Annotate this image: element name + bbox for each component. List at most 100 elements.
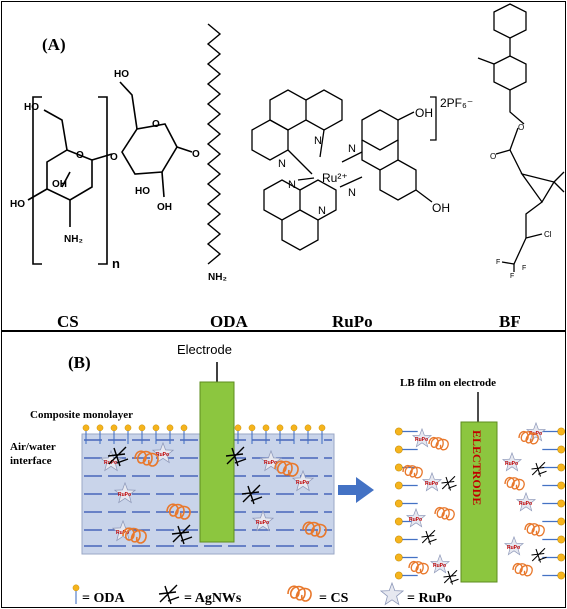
legend-cs-symbol [287, 585, 312, 602]
rupo-oh-top: OH [415, 106, 433, 120]
legend-agnws-text: = AgNWs [184, 591, 242, 606]
cs-coil [434, 506, 455, 521]
rupo-star-label: RuPo [409, 517, 422, 523]
oda-molecule-right [542, 463, 566, 472]
oda-amine: NH₂ [208, 272, 227, 283]
cs-coil [504, 476, 525, 491]
panel-a-label: (A) [42, 35, 66, 54]
oda-molecule-right [542, 499, 566, 508]
cs-atom-ho-2: HO [10, 199, 25, 210]
bf-atom-f-1: F [496, 259, 500, 266]
rupo-n-6: N [348, 187, 356, 199]
panel-a: (A) HO O OH HO NH₂ O HO O O HO OH n CS N… [1, 1, 566, 331]
cs-atom-oh-1: OH [52, 179, 67, 190]
transfer-arrow [338, 477, 374, 503]
rupo-star-label: RuPo [519, 501, 532, 507]
cs-atom-ho-4: HO [135, 186, 150, 197]
oda-molecule-right [542, 481, 566, 490]
cs-atom-o-bridge: O [110, 152, 118, 163]
cs-atom-ho-3: HO [114, 69, 129, 80]
cs-atom-ho-1: HO [24, 102, 39, 113]
bf-atom-cl: Cl [544, 230, 552, 239]
agnw-wire [420, 529, 438, 546]
rupo-name: RuPo [332, 312, 373, 331]
rupo-n-2: N [314, 135, 322, 147]
rupo-star-label: RuPo [256, 520, 269, 526]
interface-label-1: Air/water [10, 441, 56, 453]
rupo-n-1: N [278, 158, 286, 170]
cs-atoms: HO O OH HO NH₂ O HO O O HO OH [10, 69, 200, 245]
cs-coil [408, 560, 429, 575]
electrode-label: Electrode [177, 342, 232, 357]
legend-agnws-symbol [158, 584, 180, 605]
oda-molecule-right [542, 517, 566, 526]
legend-rupo-symbol [380, 582, 404, 605]
cs-coil [524, 522, 545, 537]
rupo-star-label: RuPo [156, 452, 169, 458]
oda-molecule-left [394, 553, 418, 562]
agnw-wire [530, 461, 548, 478]
legend-oda-symbol [72, 584, 80, 604]
oda-molecule-left [394, 535, 418, 544]
oda-molecule-left [394, 499, 418, 508]
cs-name: CS [57, 312, 79, 331]
panel-b: (B) Electrode Composite monolayer Air/wa… [1, 331, 566, 608]
oda-molecule-left [394, 571, 418, 580]
oda-molecule-right [542, 427, 566, 436]
agnw-wire [530, 547, 548, 564]
cs-atom-oh-2: OH [157, 202, 172, 213]
bf-atom-f-3: F [522, 265, 526, 272]
panel-a-svg: (A) HO O OH HO NH₂ O HO O O HO OH n CS N… [10, 3, 565, 331]
oda-molecule-left [394, 481, 418, 490]
lb-film-label: LB film on electrode [400, 377, 496, 389]
rupo-star-label: RuPo [415, 437, 428, 443]
electrode-text: ELECTRODE [470, 430, 484, 505]
electrode-right [460, 421, 498, 583]
oda-name: ODA [210, 312, 249, 331]
oda-chain [206, 23, 222, 265]
rupo-star-label: RuPo [507, 545, 520, 551]
legend-oda-text: = ODA [82, 591, 125, 606]
oda-molecule-right [542, 445, 566, 454]
bf-atom-f-2: F [510, 273, 514, 280]
rupo-oh-bottom: OH [432, 201, 450, 215]
rupo-n-5: N [348, 143, 356, 155]
oda-molecule-right [542, 571, 566, 580]
rupo-star-label: RuPo [118, 492, 131, 498]
cs-structure [27, 81, 193, 265]
monolayer-label: Composite monolayer [30, 409, 133, 421]
rupo-metal: Ru²⁺ [322, 171, 348, 185]
rupo-star-label: RuPo [264, 460, 277, 466]
lb-film-components: RuPoRuPoRuPoRuPoRuPoRuPoRuPoRuPo [394, 422, 566, 586]
cs-coil [512, 562, 533, 577]
agnw-wire [440, 475, 458, 492]
cs-atom-nh2-1: NH₂ [64, 234, 83, 245]
cs-coil [428, 436, 449, 451]
rupo-star-label: RuPo [433, 563, 446, 569]
legend: = ODA = AgNWs = CS = RuPo [72, 582, 452, 606]
oda-molecule-right [542, 535, 566, 544]
rupo-star-label: RuPo [425, 481, 438, 487]
cs-atom-o-3: O [192, 149, 200, 160]
cs-atom-o-1: O [76, 150, 84, 161]
rupo-counterion: 2PF₆⁻ [440, 96, 473, 110]
bf-structure [477, 3, 565, 272]
rupo-structure [251, 89, 437, 251]
rupo-n-4: N [318, 205, 326, 217]
panel-b-svg: (B) Electrode Composite monolayer Air/wa… [10, 342, 566, 606]
bf-atom-o-1: O [518, 123, 524, 132]
bf-atom-o-2: O [490, 152, 496, 161]
cs-atom-o-2: O [152, 119, 160, 130]
interface-label-2: interface [10, 455, 52, 467]
rupo-n-3: N [288, 179, 296, 191]
legend-cs-text: = CS [319, 591, 349, 606]
rupo-star-label: RuPo [296, 480, 309, 486]
bf-name: BF [499, 312, 521, 331]
rupo-star-label: RuPo [505, 461, 518, 467]
oda-molecule-left [394, 427, 418, 436]
panel-b-label: (B) [68, 353, 91, 372]
rupo-star-label: RuPo [116, 530, 129, 536]
oda-molecule-left [394, 445, 418, 454]
legend-rupo-text: = RuPo [407, 591, 452, 606]
